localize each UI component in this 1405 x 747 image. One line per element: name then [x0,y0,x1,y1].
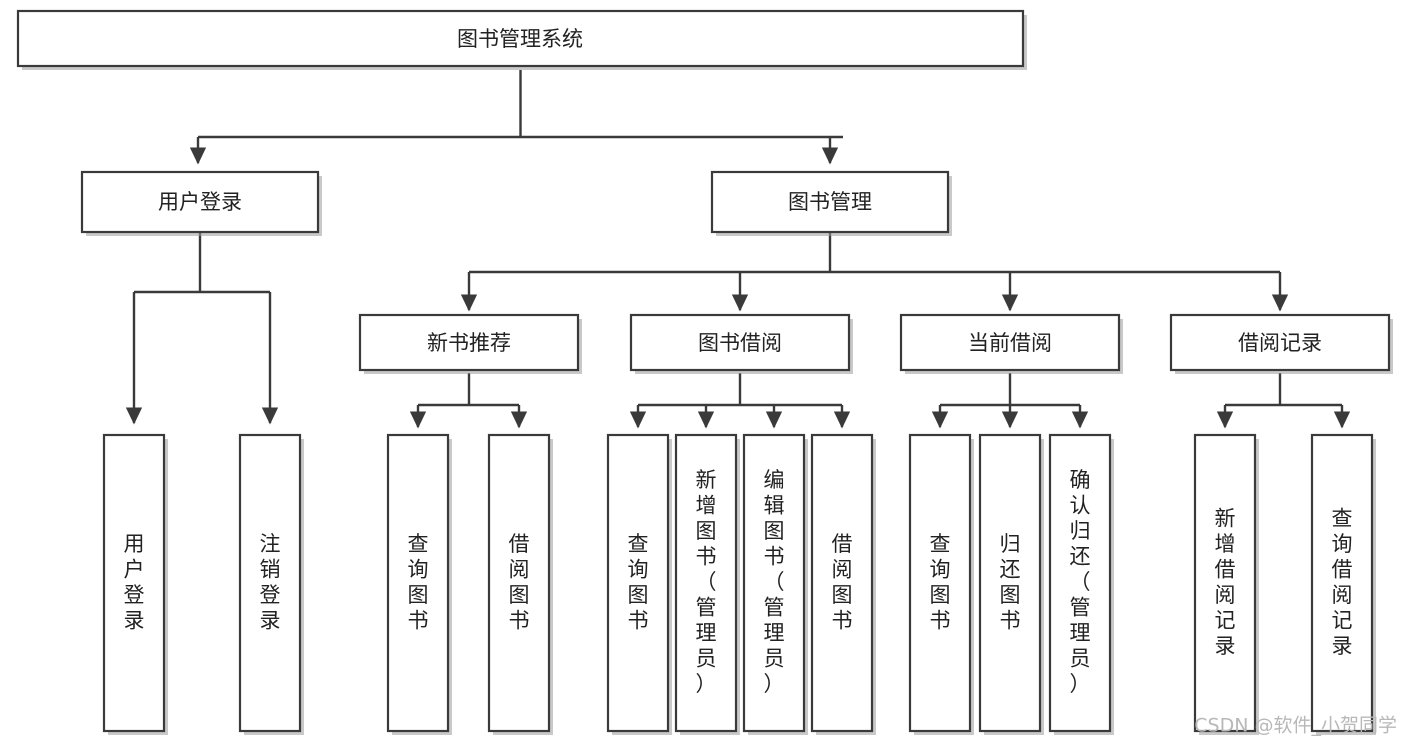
connector-layer [125,70,1351,429]
node-leaf-borrow-book-1-box [487,433,551,733]
node-leaf-query-book-2-box [606,433,670,733]
node-user-login[interactable]: 用户登录 [80,170,322,236]
node-leaf-query-record-box [1310,433,1374,733]
node-leaf-confirm-return-box [1048,433,1112,733]
node-root-box [16,9,1025,68]
node-leaf-confirm-return[interactable]: 确认归还（管理员） [1048,433,1114,735]
node-leaf-query-record-label: 查询借阅记录 [1332,506,1353,658]
node-leaf-add-record-box [1193,433,1257,733]
node-leaf-query-book-1-box [386,433,450,733]
node-book-borrow[interactable]: 图书借阅 [629,313,853,374]
node-leaf-edit-book[interactable]: 编辑图书（管理员） [742,433,808,735]
node-leaf-borrow-book-1-label: 借阅图书 [509,532,530,633]
node-leaf-query-book-1-label: 查询图书 [408,532,429,633]
node-book-borrow-label: 图书借阅 [698,331,782,355]
node-user-login-label: 用户登录 [158,190,242,214]
node-book-borrow-box [629,313,851,372]
node-leaf-user-logout-box [238,433,302,733]
node-current-borrow-box [899,313,1121,372]
node-borrow-record[interactable]: 借阅记录 [1169,313,1393,374]
node-leaf-user-login-label: 用户登录 [124,532,145,633]
node-leaf-return-book-box [978,433,1042,733]
node-leaf-add-record-label: 新增借阅记录 [1215,506,1236,658]
watermark-label: CSDN @软件_小贺同学 [1194,715,1397,737]
node-new-book-recommend-label: 新书推荐 [427,331,511,355]
node-user-login-box [80,170,320,234]
node-leaf-add-book-box [674,433,738,733]
node-leaf-query-book-1[interactable]: 查询图书 [386,433,452,735]
node-borrow-record-box [1169,313,1391,372]
node-new-book-recommend-box [358,313,580,372]
node-leaf-user-logout-label: 注销登录 [260,532,281,633]
node-leaf-query-book-3[interactable]: 查询图书 [908,433,974,735]
node-leaf-borrow-book-2-label: 借阅图书 [832,532,853,633]
node-leaf-return-book[interactable]: 归还图书 [978,433,1044,735]
node-leaf-user-logout[interactable]: 注销登录 [238,433,304,735]
node-new-book-recommend[interactable]: 新书推荐 [358,313,582,374]
node-leaf-user-login[interactable]: 用户登录 [102,433,168,735]
node-leaf-borrow-book-1[interactable]: 借阅图书 [487,433,553,735]
node-root[interactable]: 图书管理系统 [16,9,1027,70]
node-leaf-edit-book-box [742,433,806,733]
node-leaf-borrow-book-2[interactable]: 借阅图书 [810,433,876,735]
node-leaf-query-book-3-label: 查询图书 [930,532,951,633]
node-book-manage[interactable]: 图书管理 [710,170,952,236]
node-root-label: 图书管理系统 [457,27,583,51]
node-leaf-add-book[interactable]: 新增图书（管理员） [674,433,740,735]
node-book-manage-label: 图书管理 [788,190,872,214]
node-leaf-add-record[interactable]: 新增借阅记录 [1193,433,1259,735]
node-leaf-add-book-label: 新增图书（管理员） [696,468,717,696]
node-leaf-query-book-3-box [908,433,972,733]
node-leaf-query-book-2-label: 查询图书 [628,532,649,633]
node-book-manage-box [710,170,950,234]
node-leaf-query-record[interactable]: 查询借阅记录 [1310,433,1376,735]
node-leaf-user-login-box [102,433,166,733]
node-leaf-edit-book-label: 编辑图书（管理员） [764,468,785,696]
node-current-borrow-label: 当前借阅 [968,331,1052,355]
node-leaf-borrow-book-2-box [810,433,874,733]
node-leaf-confirm-return-label: 确认归还（管理员） [1070,468,1091,696]
node-borrow-record-label: 借阅记录 [1238,331,1322,355]
node-current-borrow[interactable]: 当前借阅 [899,313,1123,374]
node-leaf-query-book-2[interactable]: 查询图书 [606,433,672,735]
node-leaf-return-book-label: 归还图书 [1000,532,1021,633]
